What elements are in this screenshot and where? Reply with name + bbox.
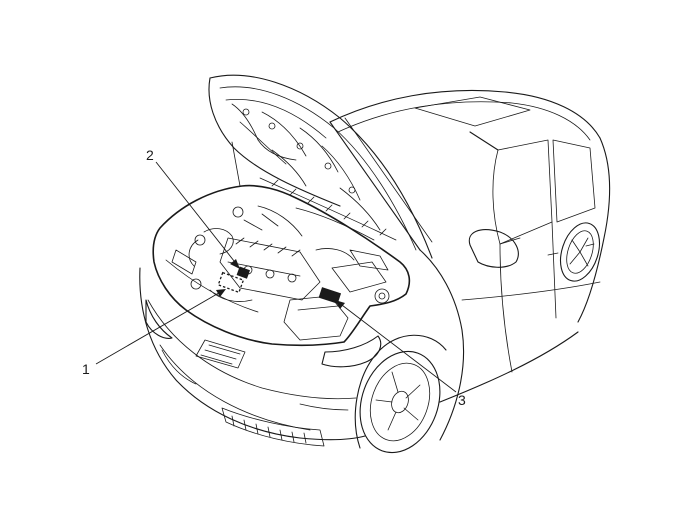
component-2-marker [236, 266, 251, 279]
leader-line-3 [337, 301, 457, 393]
rear-wheel [559, 222, 601, 282]
leader-arrow-1 [216, 289, 226, 297]
leader-arrow-2 [230, 259, 240, 269]
windshield-edge [329, 121, 421, 251]
lower-grille [221, 407, 325, 447]
headlight-left [145, 299, 173, 339]
roof-outline [329, 89, 601, 139]
leader-lines [95, 161, 457, 393]
side-mirror [468, 229, 519, 268]
car-body [139, 89, 611, 454]
engine-block [219, 237, 321, 301]
callout-label-2: 2 [146, 147, 154, 163]
component-1-marker [217, 271, 245, 294]
callout-label-1: 1 [82, 361, 90, 377]
headlight-right [321, 335, 382, 368]
sunroof [414, 96, 531, 127]
reservoir-cap [374, 288, 390, 304]
hood-prop-rod [231, 141, 241, 187]
rear-window [552, 139, 596, 223]
front-bumper [139, 267, 366, 441]
callout-label-3: 3 [458, 392, 466, 408]
engine-bay-outline [152, 184, 411, 347]
engine-components [165, 205, 390, 341]
front-wheel [359, 350, 441, 454]
leader-line-2 [155, 161, 239, 267]
front-door-window [492, 139, 553, 245]
component-3-marker [318, 287, 342, 304]
open-hood [208, 74, 433, 259]
upper-grille [195, 339, 246, 369]
leader-arrow-3 [335, 300, 345, 309]
leader-line-1 [95, 289, 225, 365]
